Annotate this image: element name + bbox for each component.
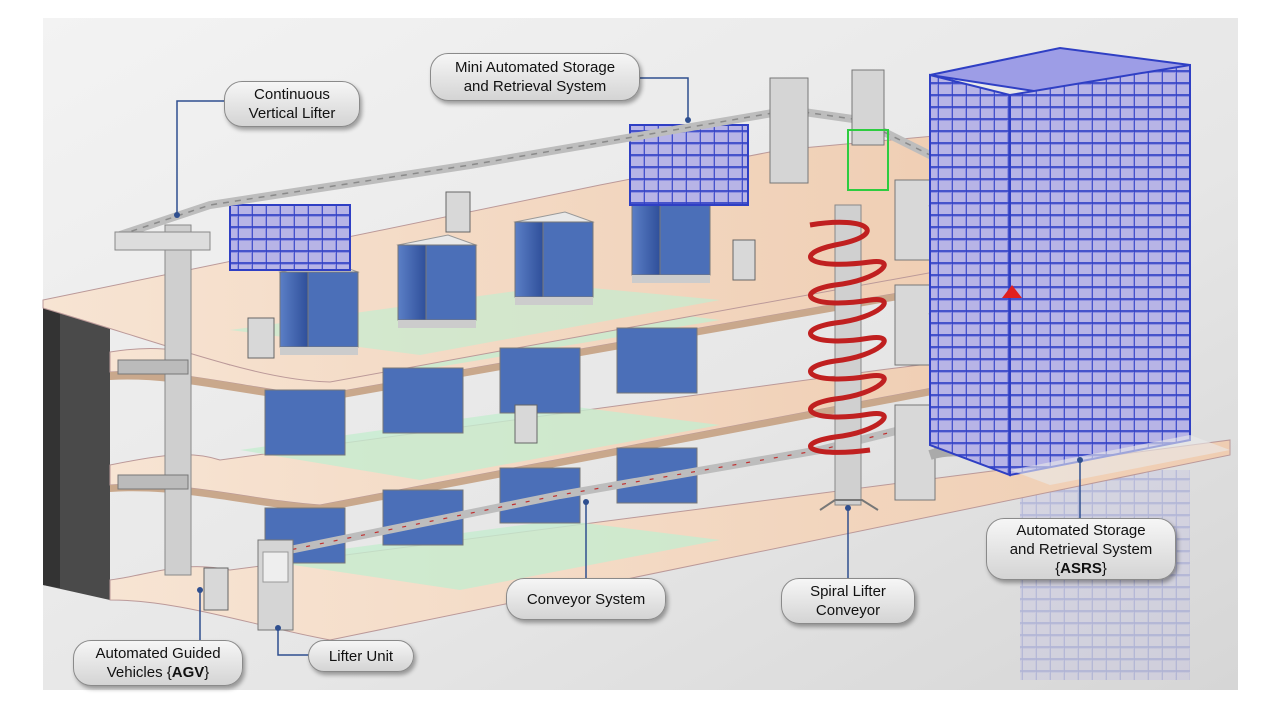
leader-lines (176, 77, 1081, 656)
label-lifter-unit: Lifter Unit (308, 640, 414, 672)
label-spiral-lifter-line1: Spiral Lifter (810, 583, 886, 600)
label-conveyor-system-line1: Conveyor System (526, 590, 646, 608)
cabinets-level-2 (264, 327, 698, 456)
red-marker (1002, 285, 1022, 298)
lifter-unit (257, 539, 294, 631)
spiral-lifter-conveyor (808, 204, 887, 511)
leader-mini-asrs (638, 77, 689, 120)
agv-robots (203, 191, 756, 611)
label-continuous-vertical-lifter-line1: Continuous (254, 86, 330, 103)
label-asrs-line1: Automated Storage (1016, 521, 1146, 539)
label-mini-asrs: Mini Automated Storage and Retrieval Sys… (430, 53, 640, 101)
label-spiral-lifter-line2: Conveyor (815, 602, 881, 619)
label-agv-line2-suffix: } (204, 664, 210, 681)
label-agv-line2-prefix: Vehicles { (106, 664, 172, 681)
label-asrs-line2: and Retrieval System (1009, 540, 1153, 558)
label-agv-acronym: AGV (171, 664, 205, 681)
label-continuous-vertical-lifter: Continuous Vertical Lifter (224, 81, 360, 127)
label-mini-asrs-line2: and Retrieval System (463, 78, 607, 95)
asrs-lift-stations (894, 179, 936, 501)
leader-dots (174, 117, 1083, 631)
asrs-tower (929, 46, 1230, 485)
label-agv-line1: Automated Guided (95, 645, 221, 662)
label-asrs-acronym: ASRS (1060, 559, 1102, 577)
label-asrs-line3: {ASRS} (1055, 559, 1107, 578)
label-asrs: Automated Storage and Retrieval System {… (986, 518, 1176, 580)
label-conveyor-system: Conveyor System (506, 578, 666, 620)
label-mini-asrs-line1: Mini Automated Storage (454, 59, 616, 76)
leader-continuous-vertical-lifter (176, 100, 228, 215)
label-lifter-unit-line1: Lifter Unit (328, 647, 394, 665)
label-agv-line2: Vehicles {AGV} (107, 663, 210, 682)
building-left-wall-shade (43, 304, 60, 588)
label-agv: Automated Guided Vehicles {AGV} (73, 640, 243, 686)
label-continuous-vertical-lifter-line2: Vertical Lifter (248, 105, 336, 122)
mini-asrs-rack (629, 124, 749, 206)
label-asrs-line3-prefix: { (1055, 559, 1061, 577)
cabinet-top-3 (513, 211, 595, 305)
leader-lifter-unit (277, 628, 310, 656)
label-spiral-lifter: Spiral Lifter Conveyor (781, 578, 915, 624)
cabinet-top-1 (278, 261, 360, 355)
top-floor-rack (229, 204, 351, 271)
floor-ground (109, 439, 1231, 641)
label-asrs-line3-suffix: } (1101, 559, 1107, 577)
continuous-vertical-lifter (114, 224, 211, 576)
cabinet-top-2 (396, 234, 478, 328)
lifter-tower-top (769, 69, 885, 184)
